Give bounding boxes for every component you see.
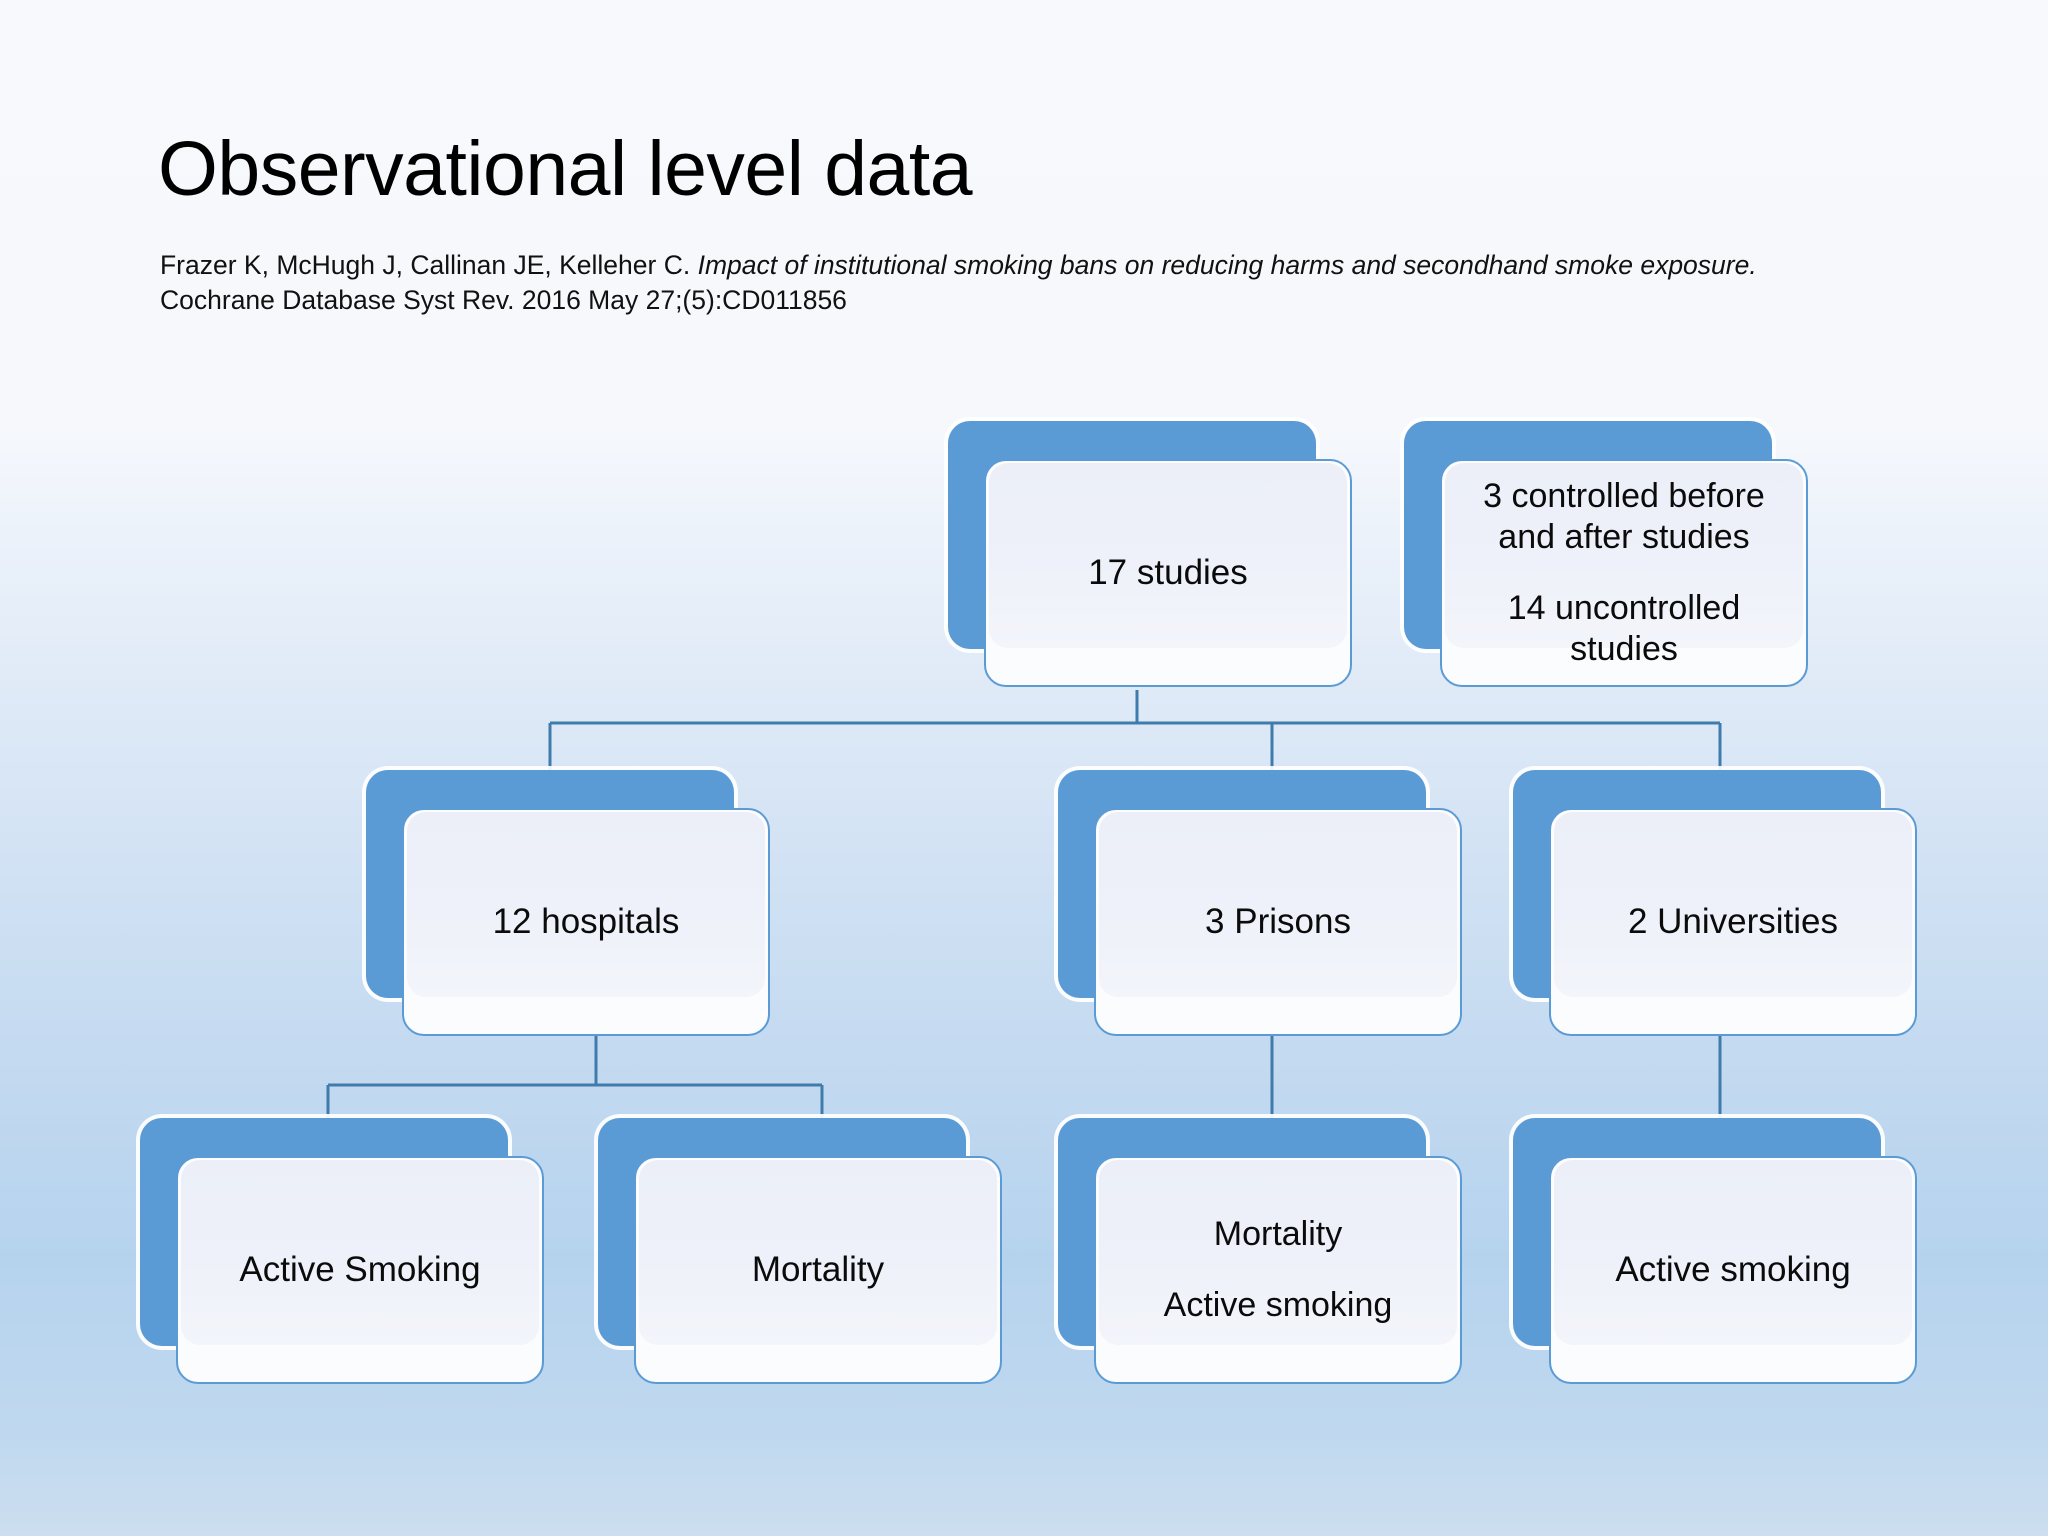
node-hospital-active-smoking-line-1: Active Smoking bbox=[239, 1250, 481, 1289]
node-prison-outcomes-line-1: Mortality bbox=[1213, 1215, 1343, 1254]
node-hospital-mortality-label: Mortality bbox=[634, 1156, 1002, 1384]
node-aside-line-1: 3 controlled before and after studies bbox=[1483, 477, 1765, 557]
node-aside-line-2: 14 uncontrolled studies bbox=[1507, 589, 1741, 668]
node-university-active-smoking-inner-panel bbox=[1554, 1160, 1912, 1345]
node-aside-card bbox=[1440, 459, 1808, 687]
node-root-card bbox=[984, 459, 1352, 687]
node-prison-outcomes-line-2: Active smoking bbox=[1163, 1286, 1393, 1324]
node-hospital-mortality-card bbox=[634, 1156, 1002, 1384]
node-hospital-active-smoking-label: Active Smoking bbox=[176, 1156, 544, 1384]
citation-block: Frazer K, McHugh J, Callinan JE, Kellehe… bbox=[160, 248, 1920, 317]
node-universities-inner-panel bbox=[1554, 812, 1912, 997]
node-hospital-active-smoking-card bbox=[176, 1156, 544, 1384]
node-hospital-active-smoking-inner-panel bbox=[181, 1160, 539, 1345]
node-prisons-line-1: 3 Prisons bbox=[1205, 902, 1351, 941]
node-universities-label: 2 Universities bbox=[1549, 808, 1917, 1036]
citation-article-title: Impact of institutional smoking bans on … bbox=[697, 250, 1757, 280]
node-root-line-1: 17 studies bbox=[1088, 553, 1248, 592]
node-universities-line-1: 2 Universities bbox=[1627, 902, 1839, 941]
node-university-active-smoking-card bbox=[1549, 1156, 1917, 1384]
node-universities-card bbox=[1549, 808, 1917, 1036]
node-aside-label: 3 controlled before and after studies 14… bbox=[1440, 459, 1808, 687]
node-prisons-card bbox=[1094, 808, 1462, 1036]
node-prison-outcomes-label: Mortality Active smoking bbox=[1094, 1156, 1462, 1384]
node-hospitals-card bbox=[402, 808, 770, 1036]
node-aside-inner-panel bbox=[1445, 463, 1803, 648]
node-prison-outcomes-inner-panel bbox=[1099, 1160, 1457, 1345]
node-hospital-mortality-line-1: Mortality bbox=[751, 1250, 885, 1289]
citation-authors: Frazer K, McHugh J, Callinan JE, Kellehe… bbox=[160, 250, 691, 280]
node-prisons-inner-panel bbox=[1099, 812, 1457, 997]
node-root-inner-panel bbox=[989, 463, 1347, 648]
node-hospitals-label: 12 hospitals bbox=[402, 808, 770, 1036]
node-hospital-mortality-inner-panel bbox=[639, 1160, 997, 1345]
node-root-label: 17 studies bbox=[984, 459, 1352, 687]
node-hospitals-line-1: 12 hospitals bbox=[492, 902, 680, 941]
node-university-active-smoking-line-1: Active smoking bbox=[1615, 1250, 1851, 1289]
node-university-active-smoking-label: Active smoking bbox=[1549, 1156, 1917, 1384]
node-prison-outcomes-card bbox=[1094, 1156, 1462, 1384]
node-prisons-label: 3 Prisons bbox=[1094, 808, 1462, 1036]
node-hospitals-inner-panel bbox=[407, 812, 765, 997]
page-title: Observational level data bbox=[158, 126, 973, 212]
citation-journal: Cochrane Database Syst Rev. 2016 May 27;… bbox=[160, 284, 847, 315]
